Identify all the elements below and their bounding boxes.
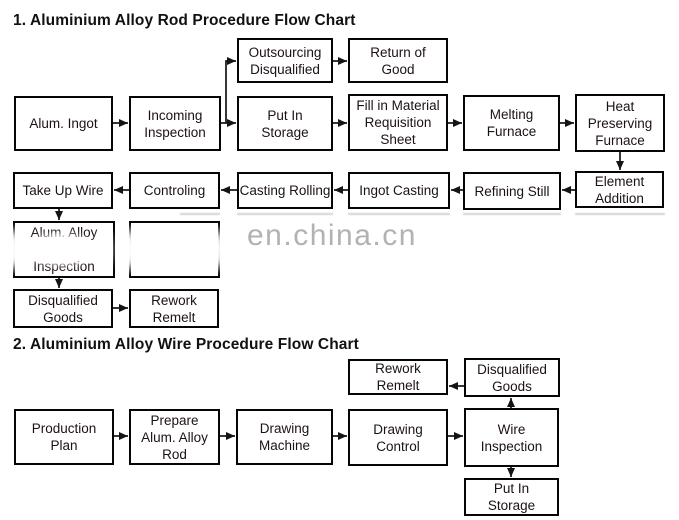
box-label-line: Prepare xyxy=(150,412,199,428)
box-take-up-wire: Take Up Wire xyxy=(13,172,113,209)
box-label-line: Rework xyxy=(151,292,197,308)
box-label-line: Remelt xyxy=(152,309,196,325)
box-label-line: Wire xyxy=(497,421,526,437)
chart1-title: 1. Aluminium Alloy Rod Procedure Flow Ch… xyxy=(13,12,356,29)
box-refining-still: Refining Still xyxy=(463,172,561,210)
box-label-line: Ingot Casting xyxy=(359,183,439,198)
box-label-line: Melting xyxy=(489,107,534,122)
box-label-line: Casting Rolling xyxy=(239,183,331,198)
box-label-line: Disqualified xyxy=(250,61,320,77)
box-label-line: Rod xyxy=(162,446,187,462)
box-ingot-casting: Ingot Casting xyxy=(348,172,450,209)
box-label-line: Rework xyxy=(375,361,421,376)
box-label-line: Furnace xyxy=(595,132,645,148)
box-label-line: Remelt xyxy=(376,378,420,393)
box-label-line: Addition xyxy=(595,190,644,206)
box-label-line: Alum. Alloy xyxy=(141,429,208,445)
box-label-line: Drawing xyxy=(373,421,423,437)
box-label-line: Refining Still xyxy=(474,183,550,199)
box-label-line: Disqualified xyxy=(477,361,547,377)
box-label-line: Requisition xyxy=(364,115,432,130)
box-blank-obscured xyxy=(129,221,220,278)
box-label-line: Control xyxy=(376,438,420,454)
box-label-line: Plan xyxy=(50,438,78,453)
box-label-line: Inspection xyxy=(144,124,206,140)
box-label-line: Inspection xyxy=(480,438,543,454)
watermark-text: en.china.cn xyxy=(247,219,417,252)
box-label-line: Put In xyxy=(493,481,530,496)
box-label-line: Production xyxy=(31,421,97,436)
box-alum-ingot: Alum. Ingot xyxy=(14,96,113,151)
box-label-line: Furnace xyxy=(486,124,537,139)
box-label-line: Outsourcing xyxy=(248,44,322,60)
box-label-line: Machine xyxy=(258,438,311,453)
box-label-line: Preserving xyxy=(587,115,653,131)
box-label-line: Return of xyxy=(370,44,426,60)
box-label-line: Goods xyxy=(492,378,532,394)
box-label-line: Sheet xyxy=(380,132,416,147)
box-label-line: Inspection xyxy=(33,259,95,274)
box-label-line: Controling xyxy=(143,183,206,198)
box-label-line: Storage xyxy=(487,498,536,513)
box-casting-rolling: Casting Rolling xyxy=(237,172,333,209)
chart2-title: 2. Aluminium Alloy Wire Procedure Flow C… xyxy=(13,336,359,353)
box-label-line: Take Up Wire xyxy=(22,183,104,198)
box-label-line: Disqualified xyxy=(28,292,98,308)
box-controling: Controling xyxy=(129,172,220,209)
box-label-line: Drawing xyxy=(259,421,310,436)
box-label-line: Incoming xyxy=(147,107,203,123)
box-label-line: Element xyxy=(594,173,645,189)
box-label-line: Storage xyxy=(261,124,309,140)
box-label-line: Alum. Alloy xyxy=(30,225,98,240)
box-label-line: Alum. Ingot xyxy=(29,116,98,131)
box-label-line: Fill in Material xyxy=(356,98,440,113)
box-label-line: Heat xyxy=(605,98,635,114)
box-label-line: Good xyxy=(381,61,415,77)
box-put-in-storage-wire: Put In Storage xyxy=(464,478,559,516)
box-label-line: Goods xyxy=(43,309,83,325)
box-label-line: Put In xyxy=(267,107,303,123)
